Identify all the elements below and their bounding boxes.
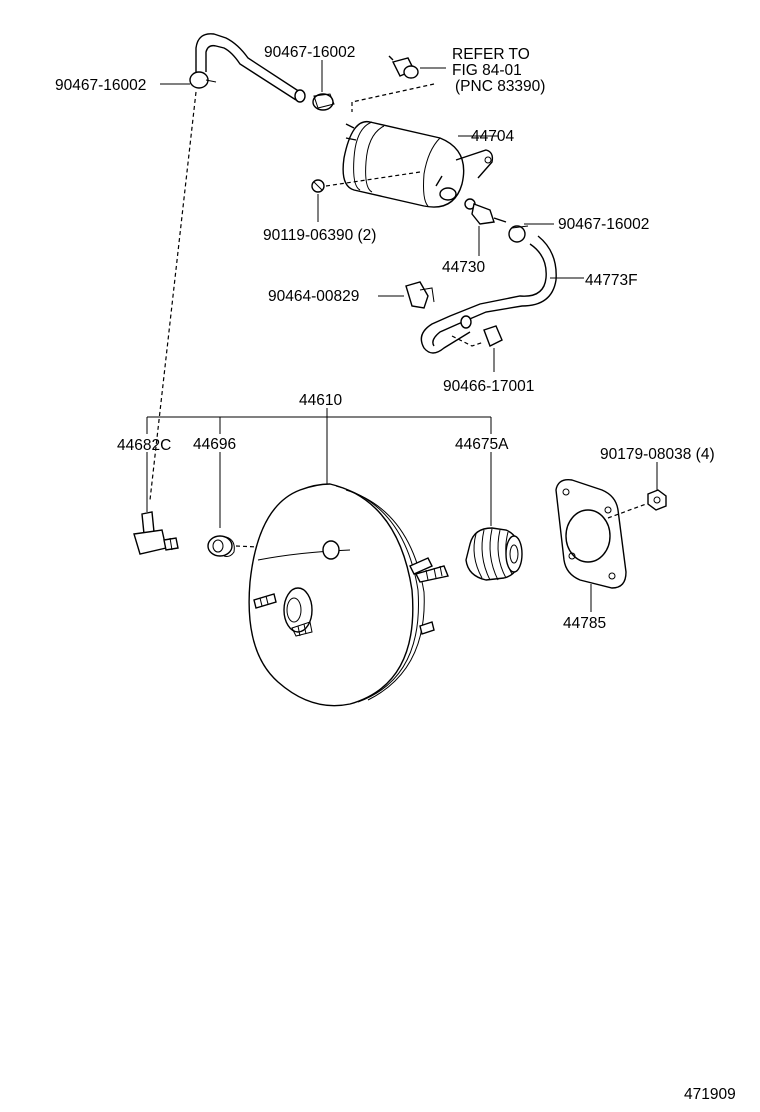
brake-booster-44610 (248, 483, 449, 707)
figure-number: 471909 (684, 1086, 736, 1103)
vacuum-sensor (388, 55, 419, 79)
part-label-90467-16002-top-left: 90467-16002 (55, 77, 146, 94)
gasket-44785 (555, 479, 627, 589)
refer-fig-text: FIG 84-01 (452, 62, 522, 79)
check-valve-44730 (464, 198, 507, 225)
grommet-44696 (207, 535, 235, 557)
part-label-44773f: 44773F (585, 272, 638, 289)
refer-pnc-text: (PNC 83390) (455, 78, 545, 95)
hose-clamp-90464 (405, 281, 435, 309)
hose-44776a (195, 33, 306, 103)
union-fitting-44682c (133, 511, 179, 555)
bolt-90119 (311, 179, 325, 193)
hose-clip-top-left (189, 71, 217, 89)
hose-44773f (420, 235, 557, 354)
dashed-sensor-to-canister (351, 83, 435, 112)
part-label-90119-06390: 90119-06390 (2) (263, 227, 376, 244)
part-label-90464-00829: 90464-00829 (268, 288, 359, 305)
boot-44675a (465, 527, 523, 581)
part-label-44610: 44610 (299, 392, 342, 409)
hose-clip-top-middle (312, 93, 335, 111)
dashed-bolt-to-canister (325, 171, 421, 187)
part-label-44696: 44696 (193, 436, 236, 453)
nut-90179 (647, 489, 667, 511)
bracket-44610 (146, 408, 492, 528)
part-label-90467-16002-right: 90467-16002 (558, 216, 649, 233)
dashed-clip-90466 (451, 335, 485, 347)
part-label-90179-08038: 90179-08038 (4) (600, 446, 715, 463)
refer-to-text: REFER TO (452, 46, 530, 63)
vacuum-canister-44704 (342, 120, 494, 208)
part-label-90467-16002-top-middle: 90467-16002 (264, 44, 355, 61)
part-label-44730: 44730 (442, 259, 485, 276)
hose-clip-right (508, 225, 529, 243)
part-label-44682c: 44682C (117, 437, 171, 454)
part-label-90466-17001: 90466-17001 (443, 378, 534, 395)
part-label-44704: 44704 (471, 128, 514, 145)
dashed-hose-to-union (149, 91, 197, 501)
hose-clip-90466 (483, 325, 503, 347)
part-label-44675a: 44675A (455, 436, 509, 453)
part-label-44785: 44785 (563, 615, 606, 632)
